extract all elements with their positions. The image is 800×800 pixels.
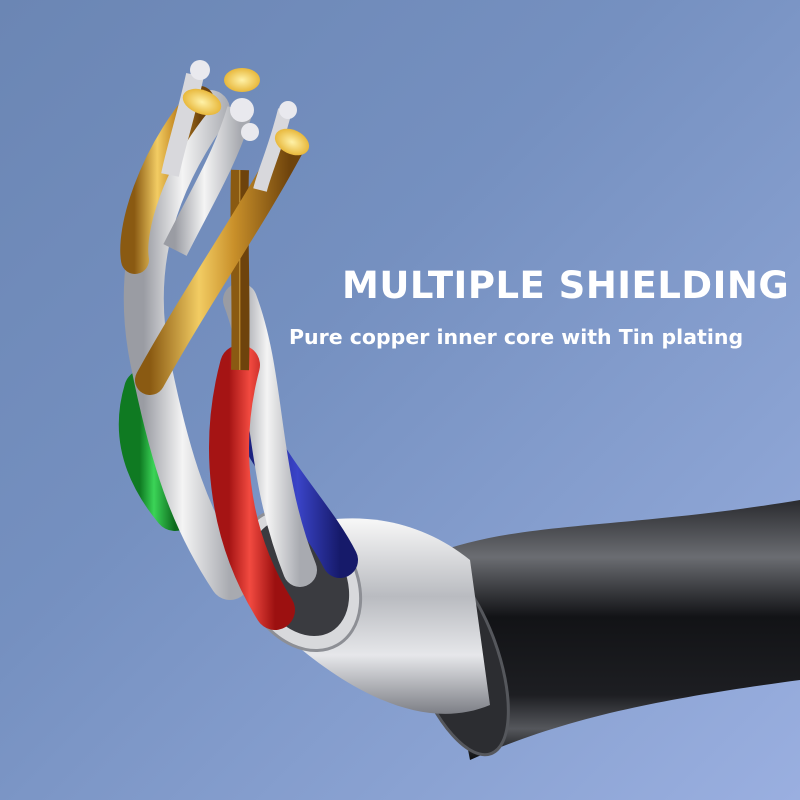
subheadline: Pure copper inner core with Tin plating [289,325,744,349]
headline: MULTIPLE SHIELDING [342,264,790,307]
